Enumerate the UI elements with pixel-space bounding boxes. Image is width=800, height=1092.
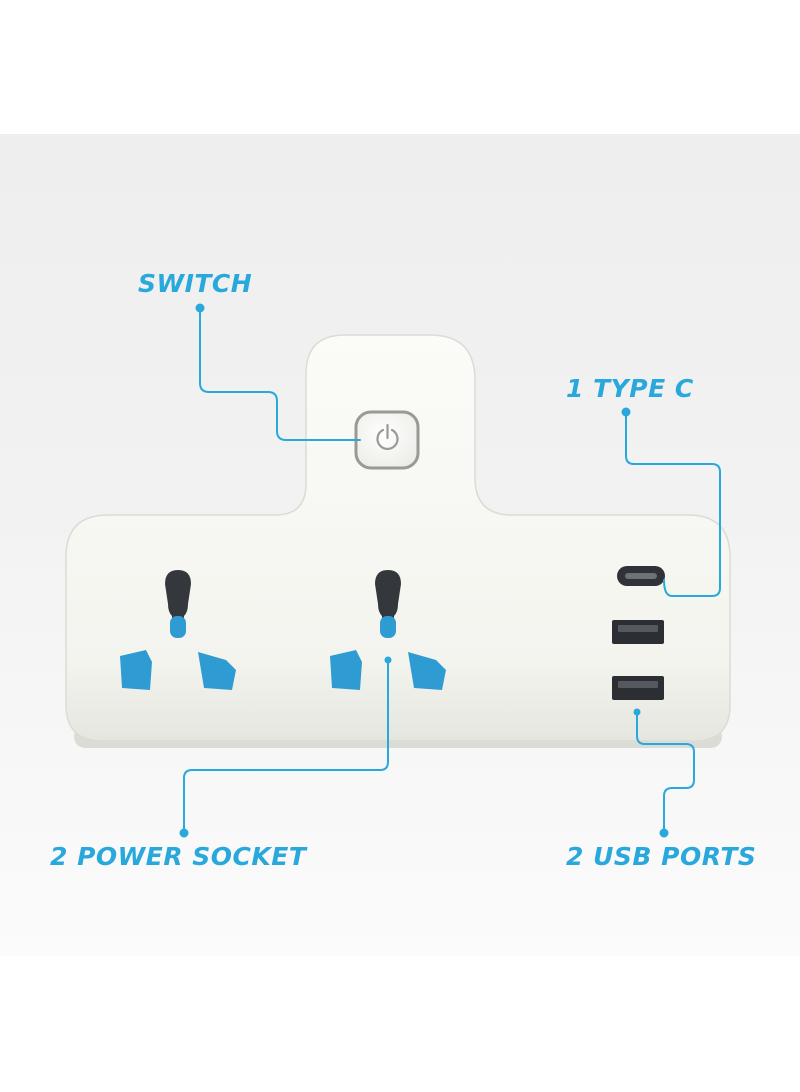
power-socket-1: [120, 570, 236, 690]
usb-a-port-1[interactable]: [612, 620, 664, 644]
power-socket-callout-line: [183, 659, 389, 834]
power-socket-anchor-dot: [384, 656, 392, 664]
usb-ports-callout-line: [636, 711, 695, 834]
switch-label: SWITCH: [138, 269, 253, 298]
type-c-callout-dot: [621, 407, 631, 417]
type-c-callout-line: [625, 411, 721, 597]
type-c-label: 1 TYPE C: [566, 374, 694, 403]
power-socket-callout-dot: [179, 828, 189, 838]
socket-2-earth-insert: [380, 616, 396, 638]
switch-callout-dot: [195, 303, 205, 313]
power-socket-2: [330, 570, 446, 690]
power-icon: [376, 423, 399, 450]
socket-1-earth-insert: [170, 616, 186, 638]
device-body: [65, 334, 731, 748]
socket-1-earth-slot: [165, 570, 191, 625]
switch-callout-line: [199, 307, 361, 441]
usb-a-port-2[interactable]: [612, 676, 664, 700]
socket-2-left-slot: [330, 650, 362, 690]
power-socket-label: 2 POWER SOCKET: [50, 842, 307, 871]
usb-ports-anchor-dot: [633, 708, 641, 716]
usb-ports-label: 2 USB PORTS: [566, 842, 757, 871]
socket-2-right-slot: [408, 652, 446, 690]
socket-1-left-slot: [120, 650, 152, 690]
socket-2-earth-slot: [375, 570, 401, 625]
usb-ports-callout-dot: [659, 828, 669, 838]
usb-c-port[interactable]: [617, 566, 665, 586]
power-switch-button[interactable]: [354, 410, 420, 470]
socket-1-right-slot: [198, 652, 236, 690]
